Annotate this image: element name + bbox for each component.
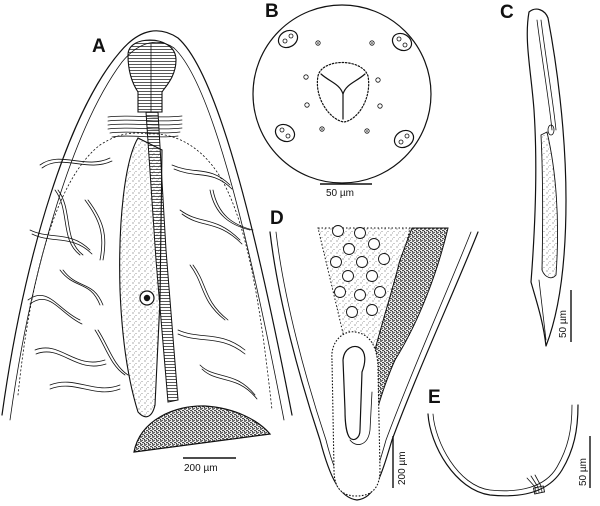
- panel-b-letter: B: [265, 1, 279, 22]
- panel-b-mouth-opening: [316, 62, 370, 123]
- panel-e-scale-label: 50 µm: [578, 458, 589, 486]
- panel-b: 50 µm B: [252, 1, 432, 199]
- panel-c-body-outline: [526, 8, 567, 347]
- panel-b-cephalic-papillae: [274, 29, 415, 149]
- panel-a-buccal-bulb: [127, 39, 177, 113]
- panel-d-body-outline: [269, 231, 479, 501]
- panel-c-scale-label: 50 µm: [558, 310, 569, 338]
- panel-c-intestine: [540, 131, 558, 279]
- panel-e-tail-outline: [427, 404, 579, 497]
- panel-e: 50 µm E: [427, 387, 591, 497]
- panel-b-inner-papillae: [303, 40, 383, 134]
- panel-a-larvae: [27, 157, 258, 400]
- panel-d: 200 µm D: [269, 208, 479, 501]
- panel-a-body-outline: [1, 30, 293, 416]
- panel-e-letter: E: [428, 387, 441, 408]
- panel-c-letter: C: [500, 2, 514, 23]
- panel-c: 50 µm C: [500, 2, 572, 347]
- panel-b-scale-label: 50 µm: [326, 188, 354, 199]
- panel-d-larval-sac: [331, 331, 381, 497]
- panel-d-eggs: [330, 225, 390, 318]
- panel-a-intestine: [133, 405, 272, 453]
- panel-a-oesophagus: [145, 111, 179, 403]
- panel-a-cavity-outline: [17, 132, 273, 411]
- panel-d-scale-label: 200 µm: [397, 451, 408, 485]
- panel-d-letter: D: [270, 208, 284, 229]
- panel-a-scale-label: 200 µm: [184, 463, 218, 474]
- panel-a-letter: A: [92, 36, 106, 57]
- panel-a-nerve-ring: [107, 115, 183, 138]
- panel-a-oesophageal-gland: [119, 137, 163, 418]
- panel-b-head-outline: [252, 4, 432, 184]
- panel-d-intestine: [367, 227, 449, 421]
- panel-a: 200 µm A: [1, 30, 293, 474]
- panel-c-oesophagus: [536, 19, 557, 131]
